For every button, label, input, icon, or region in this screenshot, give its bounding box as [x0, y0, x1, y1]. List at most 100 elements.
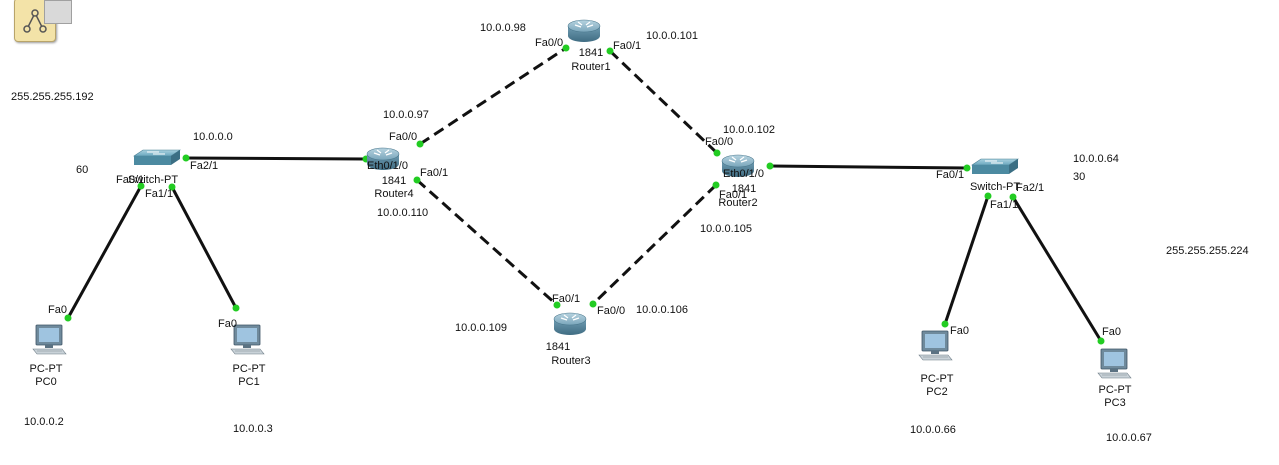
port-status-dot — [1097, 337, 1105, 345]
port-status-dot — [168, 183, 176, 191]
port-label: Fa0/1 — [420, 167, 448, 179]
link-pc0-switch0[interactable] — [66, 185, 143, 319]
router-icon — [567, 19, 601, 43]
note-mask-right[interactable]: 255.255.255.224 — [1166, 245, 1249, 257]
port-label: Fa0/1 — [116, 174, 144, 186]
port-label: Fa2/1 — [190, 160, 218, 172]
switch0[interactable] — [133, 149, 181, 166]
port-status-dot — [232, 304, 240, 312]
port-label: Fa0/1 — [719, 189, 747, 201]
port-status-dot — [984, 192, 992, 200]
pc1-model: PC-PT — [233, 363, 266, 375]
toolbar-strip — [44, 0, 72, 24]
port-status-dot — [416, 140, 424, 148]
port-status-dot — [553, 301, 561, 309]
port-label: Fa0 — [950, 325, 969, 337]
port-label: Fa1/1 — [990, 199, 1018, 211]
link-router1-router2[interactable] — [608, 49, 719, 155]
port-status-dot — [606, 47, 614, 55]
port-status-dot — [413, 176, 421, 184]
port-label: Fa0 — [218, 318, 237, 330]
note-net-left[interactable]: 10.0.0.0 — [193, 131, 233, 143]
note-r1-fa01[interactable]: 10.0.0.101 — [646, 30, 698, 42]
note-r2-fa00[interactable]: 10.0.0.102 — [723, 124, 775, 136]
note-subnet-right[interactable]: 30 — [1073, 171, 1086, 183]
note-r1-fa00[interactable]: 10.0.0.98 — [480, 22, 526, 34]
link-router2-switch1[interactable] — [769, 164, 968, 170]
port-status-dot — [182, 154, 190, 162]
router4-model: 1841 — [382, 175, 406, 187]
switch0-name: Switch-PT — [128, 174, 178, 186]
port-status-dot — [562, 44, 570, 52]
port-status-dot — [713, 149, 721, 157]
port-label: Fa0 — [1102, 326, 1121, 338]
pc2-name: PC2 — [926, 386, 947, 398]
switch1[interactable] — [971, 158, 1019, 175]
router-icon — [553, 312, 587, 336]
port-status-dot — [137, 182, 145, 190]
port-status-dot — [1009, 193, 1017, 201]
port-label: Eth0/1/0 — [723, 168, 764, 180]
pc0-model: PC-PT — [30, 363, 63, 375]
note-mask-left[interactable]: 255.255.255.192 — [11, 91, 94, 103]
link-router4-router1[interactable] — [419, 46, 567, 146]
port-label: Fa0/1 — [552, 293, 580, 305]
pc1-name: PC1 — [238, 376, 259, 388]
note-net-right[interactable]: 10.0.0.64 — [1073, 153, 1119, 165]
router1-name: Router1 — [571, 61, 610, 73]
topology-icon — [23, 9, 47, 33]
switch-icon — [971, 158, 1019, 175]
link-router2-router3[interactable] — [591, 183, 718, 306]
router3-model: 1841 — [546, 341, 570, 353]
link-pc2-switch1[interactable] — [943, 195, 990, 325]
port-status-dot — [941, 320, 949, 328]
port-label: Fa0/1 — [936, 169, 964, 181]
note-r2-fa01[interactable]: 10.0.0.105 — [700, 223, 752, 235]
router1-model: 1841 — [579, 47, 603, 59]
note-r3-fa00[interactable]: 10.0.0.106 — [636, 304, 688, 316]
port-label: Fa2/1 — [1016, 182, 1044, 194]
pc-icon — [1097, 348, 1132, 379]
port-status-dot — [766, 162, 774, 170]
port-label: Fa0/1 — [613, 40, 641, 52]
link-pc1-switch0[interactable] — [170, 186, 238, 309]
note-pc1-ip[interactable]: 10.0.0.3 — [233, 423, 273, 435]
switch1-name: Switch-PT — [970, 181, 1020, 193]
note-subnet-left[interactable]: 60 — [76, 164, 89, 176]
router4-name: Router4 — [374, 188, 413, 200]
pc2-model: PC-PT — [921, 373, 954, 385]
pc0[interactable] — [32, 324, 67, 355]
switch-icon — [133, 149, 181, 166]
port-label: Fa0 — [48, 304, 67, 316]
links-layer — [66, 46, 1103, 342]
port-status-dot — [64, 314, 72, 322]
router1[interactable] — [567, 19, 601, 43]
port-dots-layer — [64, 44, 1105, 345]
router3[interactable] — [553, 312, 587, 336]
link-pc3-switch1[interactable] — [1011, 196, 1103, 342]
note-pc2-ip[interactable]: 10.0.0.66 — [910, 424, 956, 436]
port-status-dot — [712, 181, 720, 189]
pc-icon — [32, 324, 67, 355]
note-r4-fa01[interactable]: 10.0.0.110 — [377, 207, 429, 219]
port-label: Fa0/0 — [705, 136, 733, 148]
pc2[interactable] — [918, 330, 953, 361]
pc-icon — [918, 330, 953, 361]
port-label: Fa0/0 — [535, 37, 563, 49]
port-label: Eth0/1/0 — [367, 160, 408, 172]
pc3[interactable] — [1097, 348, 1132, 379]
port-label: Fa0/0 — [389, 131, 417, 143]
link-switch0-router4[interactable] — [185, 156, 367, 161]
port-status-dot — [963, 164, 971, 172]
note-r3-fa01[interactable]: 10.0.0.109 — [455, 322, 507, 334]
pc3-model: PC-PT — [1099, 384, 1132, 396]
note-pc0-ip[interactable]: 10.0.0.2 — [24, 416, 64, 428]
port-status-dot — [589, 300, 597, 308]
router2-name: Router2 — [718, 197, 757, 209]
note-pc3-ip[interactable]: 10.0.0.67 — [1106, 432, 1152, 444]
pc3-name: PC3 — [1104, 397, 1125, 409]
port-label: Fa1/1 — [145, 188, 173, 200]
note-r4-fa00[interactable]: 10.0.0.97 — [383, 109, 429, 121]
link-router4-router3[interactable] — [416, 178, 558, 307]
